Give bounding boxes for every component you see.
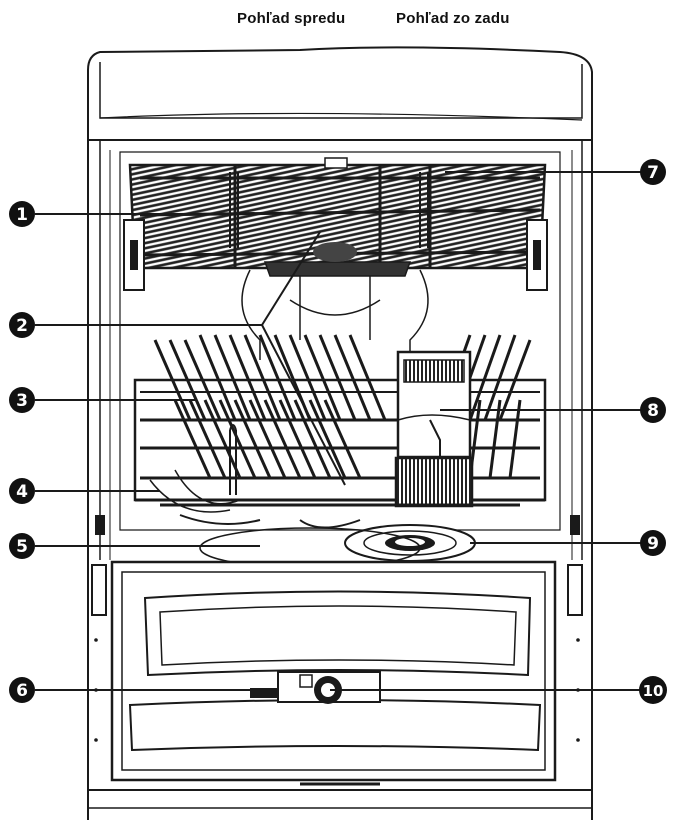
callout-9-label: 9: [647, 534, 659, 554]
callout-3: 3: [9, 387, 35, 413]
cutlery-basket: [396, 352, 472, 506]
callout-6: 6: [9, 677, 35, 703]
callout-2: 2: [9, 312, 35, 338]
callout-3-label: 3: [16, 391, 28, 411]
callout-10: 10: [639, 676, 667, 704]
callout-2-label: 2: [16, 316, 28, 336]
callout-8-label: 8: [647, 401, 659, 421]
callout-5: 5: [9, 533, 35, 559]
callout-7: 7: [640, 159, 666, 185]
lower-spray-arm: [160, 505, 520, 528]
callout-1-label: 1: [16, 205, 28, 225]
callout-10-label: 10: [643, 682, 664, 700]
callout-7-label: 7: [647, 163, 659, 183]
callout-9: 9: [640, 530, 666, 556]
callout-8: 8: [640, 397, 666, 423]
callout-1: 1: [9, 201, 35, 227]
callout-4-label: 4: [16, 482, 28, 502]
callout-6-label: 6: [16, 681, 28, 701]
callout-5-label: 5: [16, 537, 28, 557]
callout-4: 4: [9, 478, 35, 504]
lower-rack: [135, 335, 545, 512]
